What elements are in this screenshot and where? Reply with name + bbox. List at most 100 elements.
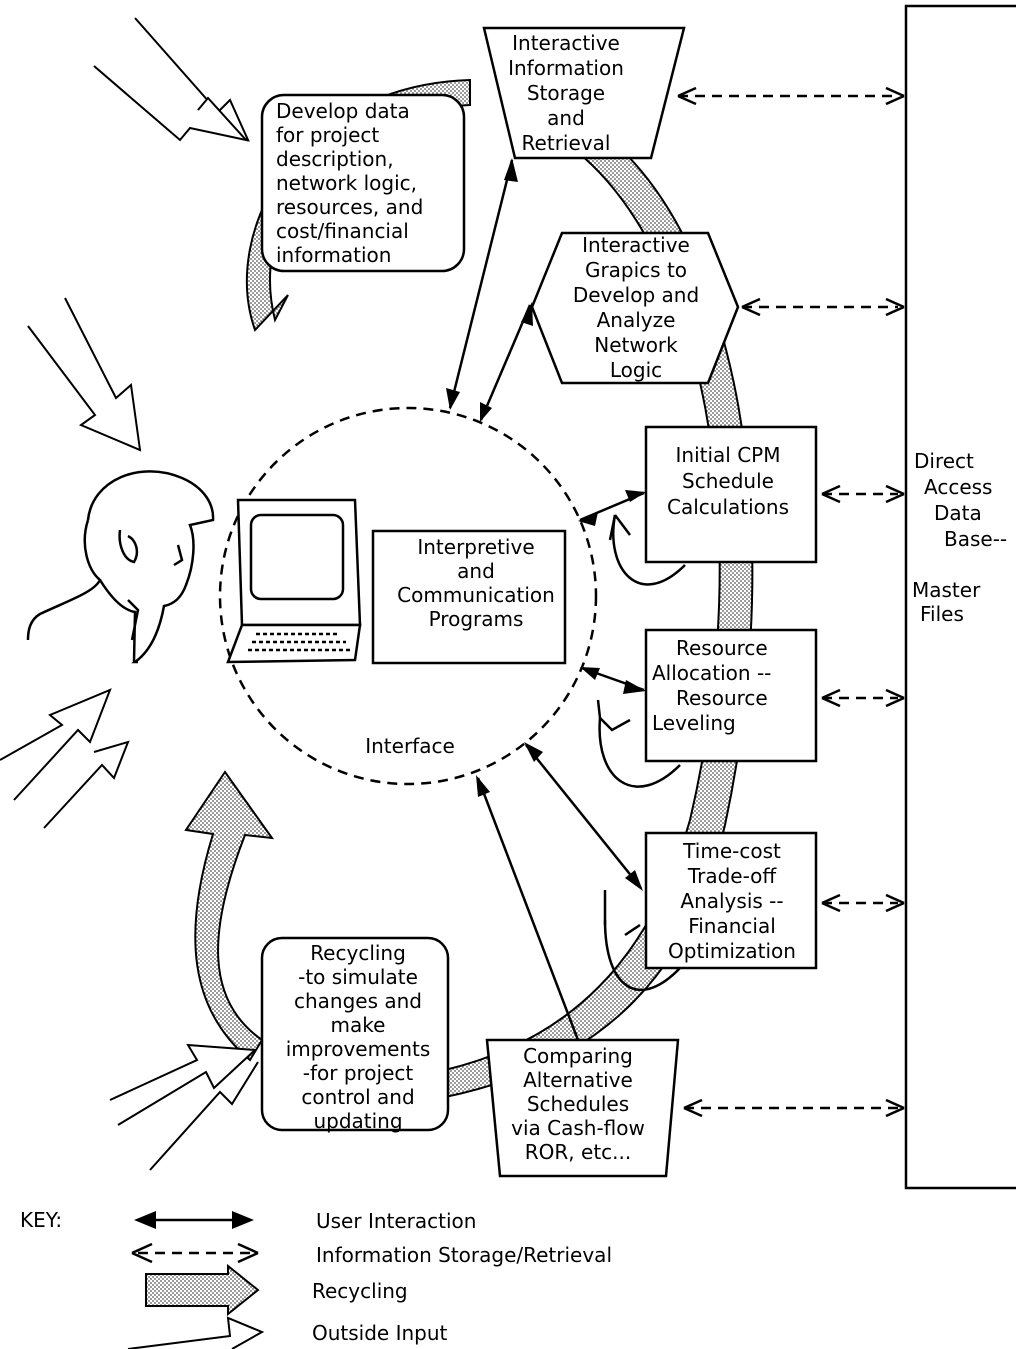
person-user-icon — [26, 470, 215, 664]
comparing-node — [485, 1038, 680, 1178]
timecost-label-line: Analysis -- — [680, 889, 783, 913]
develop-data-label-line: resources, and — [276, 195, 423, 219]
cpm-label-line: Initial CPM — [676, 443, 781, 467]
storage-label-line: Information — [508, 56, 624, 80]
outside-arrow-2 — [27, 297, 142, 452]
storage-node — [482, 26, 686, 160]
key-outside-input-symbol — [127, 1316, 265, 1349]
key-title: KEY: — [20, 1208, 62, 1232]
database-label-line: Direct — [914, 449, 974, 473]
develop-data-label-line: Develop data — [276, 99, 410, 123]
key-item-recycling: Recycling — [312, 1279, 408, 1303]
interface-label: Interface — [365, 734, 455, 758]
computer-terminal-icon — [226, 498, 362, 664]
key-legend: KEY: User Interaction Information Storag… — [20, 1208, 612, 1349]
timecost-label-line: Trade-off — [687, 864, 778, 888]
develop-data-label-line: network logic, — [276, 171, 417, 195]
interface-circle — [218, 406, 598, 786]
key-recycling-symbol — [145, 1263, 260, 1317]
resource-label-line: Allocation -- — [652, 661, 771, 685]
develop-data-label-line: information — [276, 243, 391, 267]
develop-data-node — [260, 93, 466, 273]
graphics-label-line: Network — [594, 333, 678, 357]
develop-data-label-line: cost/financial — [276, 219, 409, 243]
graphics-label-line: Grapics to — [585, 258, 687, 282]
storage-link-1 — [677, 86, 905, 106]
cpm-label-line: Calculations — [667, 495, 789, 519]
comparing-label-line: via Cash-flow — [511, 1116, 645, 1140]
outside-arrow-3 — [0, 688, 112, 801]
database-label-line: Base-- — [944, 527, 1007, 551]
outside-arrow-4 — [109, 1043, 258, 1126]
storage-label-line: Interactive — [512, 31, 620, 55]
storage-link-4 — [821, 688, 905, 708]
recycling-label-line: updating — [313, 1109, 402, 1133]
key-item-user-interaction: User Interaction — [316, 1209, 476, 1233]
comparing-label-line: Schedules — [527, 1092, 629, 1116]
resource-label-line: Leveling — [652, 711, 736, 735]
interpretive-label-line: Programs — [429, 607, 524, 631]
master-files-label-line: Master — [912, 578, 981, 602]
storage-link-2 — [741, 297, 905, 317]
recycling-label-line: improvements — [286, 1037, 431, 1061]
recycling-arrow-bottom — [184, 770, 275, 1062]
outside-input-arrows — [0, 17, 259, 1171]
storage-label-line: and — [547, 106, 585, 130]
storage-label-line: Storage — [527, 81, 605, 105]
storage-link-6 — [683, 1098, 905, 1118]
interpretive-label-line: and — [457, 559, 495, 583]
storage-link-5 — [821, 893, 905, 913]
graphics-label-line: Logic — [610, 358, 662, 382]
database-label-line: Data — [934, 501, 982, 525]
storage-link-3 — [821, 484, 905, 504]
cpm-node — [644, 425, 818, 564]
storage-label-line: Retrieval — [522, 131, 611, 155]
timecost-label-line: Financial — [688, 914, 776, 938]
recycling-node — [260, 936, 450, 1132]
comparing-label-line: Alternative — [523, 1068, 633, 1092]
interpretive-node — [371, 529, 567, 665]
resource-label-line: Resource — [676, 636, 768, 660]
graphics-label-line: Analyze — [597, 308, 676, 332]
key-item-storage: Information Storage/Retrieval — [316, 1243, 612, 1267]
key-user-interaction-symbol — [134, 1211, 254, 1229]
recycling-label-line: changes and — [294, 989, 422, 1013]
graphics-label-line: Develop and — [573, 283, 699, 307]
user-interaction-arrows — [446, 158, 646, 1041]
interpretive-label-line: Interpretive — [417, 535, 534, 559]
interpretive-label-line: Communication — [397, 583, 555, 607]
resource-label-line: Resource — [676, 686, 768, 710]
recycling-label-line: Recycling — [310, 941, 406, 965]
database-label-line: Access — [924, 475, 992, 499]
develop-data-label-line: description, — [276, 147, 394, 171]
storage-retrieval-arrows — [677, 86, 905, 1118]
timecost-node — [644, 831, 818, 970]
recycling-label-line: -to simulate — [298, 965, 418, 989]
cpm-label-line: Schedule — [682, 469, 774, 493]
key-storage-symbol — [131, 1242, 259, 1264]
develop-data-label-line: for project — [276, 123, 379, 147]
comparing-label-line: Comparing — [523, 1044, 633, 1068]
timecost-label-line: Time-cost — [682, 839, 781, 863]
master-files-panel — [904, 4, 1016, 1190]
key-item-outside-input: Outside Input — [312, 1321, 448, 1345]
recycling-label-line: control and — [301, 1085, 414, 1109]
graphics-label-line: Interactive — [582, 233, 690, 257]
timecost-label-line: Optimization — [668, 939, 796, 963]
recycling-label-line: -for project — [303, 1061, 414, 1085]
comparing-label-line: ROR, etc... — [525, 1140, 631, 1164]
master-files-label-line: Files — [920, 602, 964, 626]
recycling-label-line: make — [331, 1013, 386, 1037]
